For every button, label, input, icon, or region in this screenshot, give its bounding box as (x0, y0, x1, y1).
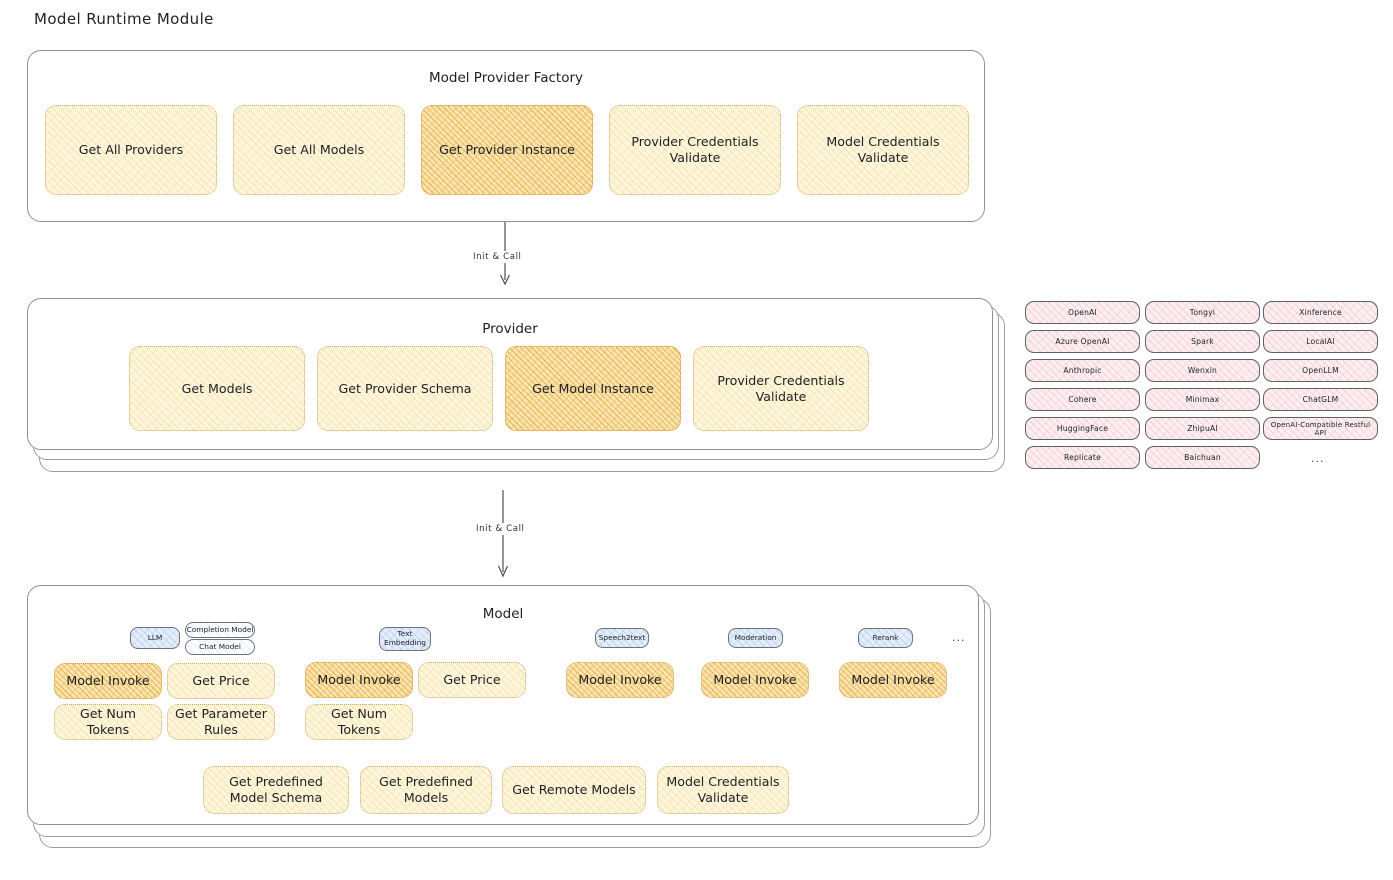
model-subtype-chat-model[interactable]: Chat Model (185, 639, 255, 655)
provider-chip-minimax[interactable]: Minimax (1145, 388, 1260, 411)
model-type-speech2text[interactable]: Speech2text (595, 628, 649, 648)
model-shared-model-credentials-validate[interactable]: Model Credentials Validate (657, 766, 789, 814)
llm-function-model-invoke[interactable]: Model Invoke (54, 663, 162, 699)
model-type-llm[interactable]: LLM (130, 627, 180, 649)
provider-chip-openai[interactable]: OpenAI (1025, 301, 1140, 324)
provider-item-get-models[interactable]: Get Models (129, 346, 305, 431)
provider-chip-chatglm[interactable]: ChatGLM (1263, 388, 1378, 411)
provider-chip-replicate[interactable]: Replicate (1025, 446, 1140, 469)
moderation-function-model-invoke[interactable]: Model Invoke (701, 662, 809, 698)
provider-chip-azure-openai[interactable]: Azure OpenAI (1025, 330, 1140, 353)
llm-function-get-price[interactable]: Get Price (167, 663, 275, 699)
arrow-label-init-and-call-1: Init & Call (470, 251, 525, 263)
model-shared-get-predefined-models[interactable]: Get Predefined Models (360, 766, 492, 814)
model-types-more: ... (952, 631, 966, 644)
llm-function-get-parameter-rules[interactable]: Get Parameter Rules (167, 704, 275, 740)
model-provider-factory-title: Model Provider Factory (428, 70, 583, 86)
arrow-down-icon (497, 490, 509, 578)
provider-chip-openai-compatible-restful-api[interactable]: OpenAI-Compatible Restful API (1263, 417, 1378, 440)
speech2text-function-model-invoke[interactable]: Model Invoke (566, 662, 674, 698)
text-embedding-function-get-price[interactable]: Get Price (418, 662, 526, 698)
llm-function-get-num-tokens[interactable]: Get Num Tokens (54, 704, 162, 740)
arrow-provider-to-model (496, 490, 510, 582)
provider-chip-tongyi[interactable]: Tongyi (1145, 301, 1260, 324)
provider-chip-localai[interactable]: LocalAI (1263, 330, 1378, 353)
page-title: Model Runtime Module (34, 10, 214, 28)
model-title: Model (482, 606, 524, 622)
provider-chip-spark[interactable]: Spark (1145, 330, 1260, 353)
provider-item-provider-credentials-validate[interactable]: Provider Credentials Validate (693, 346, 869, 431)
provider-chip-cohere[interactable]: Cohere (1025, 388, 1140, 411)
provider-chip-xinference[interactable]: Xinference (1263, 301, 1378, 324)
model-type-rerank[interactable]: Rerank (858, 628, 913, 648)
model-type-moderation[interactable]: Moderation (728, 628, 783, 648)
provider-chip-openllm[interactable]: OpenLLM (1263, 359, 1378, 382)
model-shared-get-remote-models[interactable]: Get Remote Models (502, 766, 646, 814)
provider-chip-more: ... (1311, 452, 1325, 465)
text-embedding-function-get-num-tokens[interactable]: Get Num Tokens (305, 704, 413, 740)
provider-title: Provider (482, 321, 538, 337)
factory-item-model-credentials-validate[interactable]: Model Credentials Validate (797, 105, 969, 195)
provider-chip-wenxin[interactable]: Wenxin (1145, 359, 1260, 382)
factory-item-get-provider-instance[interactable]: Get Provider Instance (421, 105, 593, 195)
provider-item-get-model-instance[interactable]: Get Model Instance (505, 346, 681, 431)
factory-item-get-all-models[interactable]: Get All Models (233, 105, 405, 195)
text-embedding-function-model-invoke[interactable]: Model Invoke (305, 662, 413, 698)
model-type-text-embedding[interactable]: Text Embedding (379, 627, 431, 651)
provider-chip-baichuan[interactable]: Baichuan (1145, 446, 1260, 469)
arrow-label-init-and-call-2: Init & Call (473, 523, 528, 535)
provider-chip-zhipuai[interactable]: ZhipuAI (1145, 417, 1260, 440)
provider-chip-anthropic[interactable]: Anthropic (1025, 359, 1140, 382)
provider-chip-huggingface[interactable]: HuggingFace (1025, 417, 1140, 440)
factory-item-provider-credentials-validate[interactable]: Provider Credentials Validate (609, 105, 781, 195)
provider-item-get-provider-schema[interactable]: Get Provider Schema (317, 346, 493, 431)
model-subtype-completion-model[interactable]: Completion Model (185, 622, 255, 638)
rerank-function-model-invoke[interactable]: Model Invoke (839, 662, 947, 698)
model-shared-get-predefined-model-schema[interactable]: Get Predefined Model Schema (203, 766, 349, 814)
factory-item-get-all-providers[interactable]: Get All Providers (45, 105, 217, 195)
